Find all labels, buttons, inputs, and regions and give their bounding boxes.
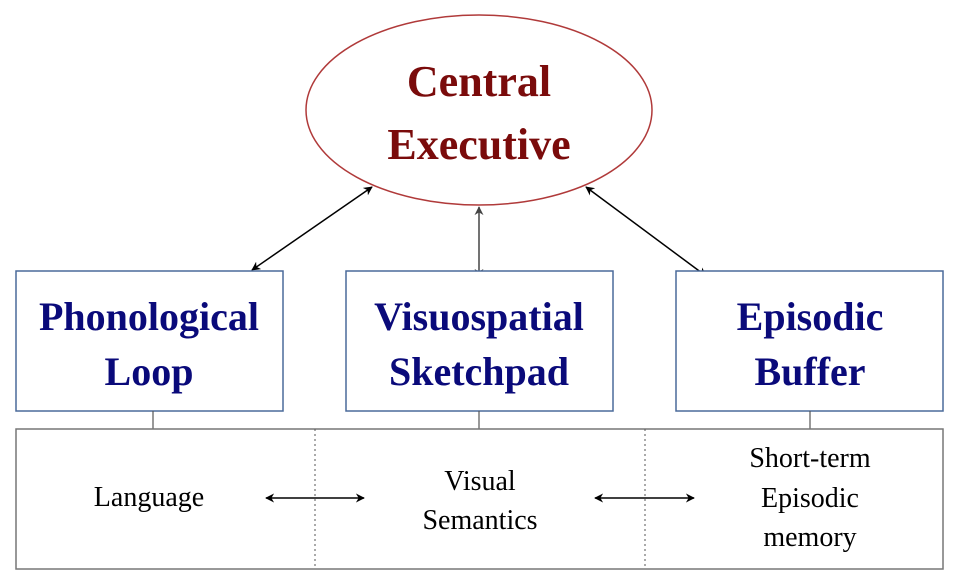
central-executive-line-1: Central (407, 57, 551, 106)
ltm-episodic-line-2: Episodic (761, 483, 859, 514)
visuospatial-sketchpad-node: Visuospatial Sketchpad (345, 270, 614, 412)
central-executive-ellipse (305, 14, 653, 206)
central-executive-line-2: Executive (387, 120, 570, 169)
episodic-buffer-node: Episodic Buffer (675, 270, 944, 412)
phonological-loop-line-2: Loop (105, 349, 194, 394)
long-term-memory-box (15, 428, 944, 570)
episodic-buffer-line-2: Buffer (754, 349, 865, 394)
phonological-loop-line-1: Phonological (39, 294, 259, 339)
ltm-visual-semantics-line-1: Visual (444, 466, 516, 497)
ltm-episodic-line-3: memory (763, 522, 856, 553)
ltm-language-label: Language (94, 482, 204, 513)
visuospatial-sketchpad-line-1: Visuospatial (374, 294, 584, 339)
visuospatial-sketchpad-line-2: Sketchpad (389, 349, 569, 394)
phonological-loop-box (15, 270, 284, 412)
episodic-buffer-line-1: Episodic (737, 294, 884, 339)
visuospatial-sketchpad-box (345, 270, 614, 412)
ltm-episodic-line-1: Short-term (749, 443, 871, 474)
arrow-ce-episodic (585, 186, 707, 277)
ltm-visual-semantics-line-2: Semantics (422, 505, 537, 536)
arrow-ce-phonological (251, 186, 373, 271)
phonological-loop-node: Phonological Loop (15, 270, 284, 412)
long-term-memory-bar: Language Visual Semantics Short-term Epi… (15, 428, 944, 570)
central-executive-node: Central Executive (305, 14, 653, 206)
